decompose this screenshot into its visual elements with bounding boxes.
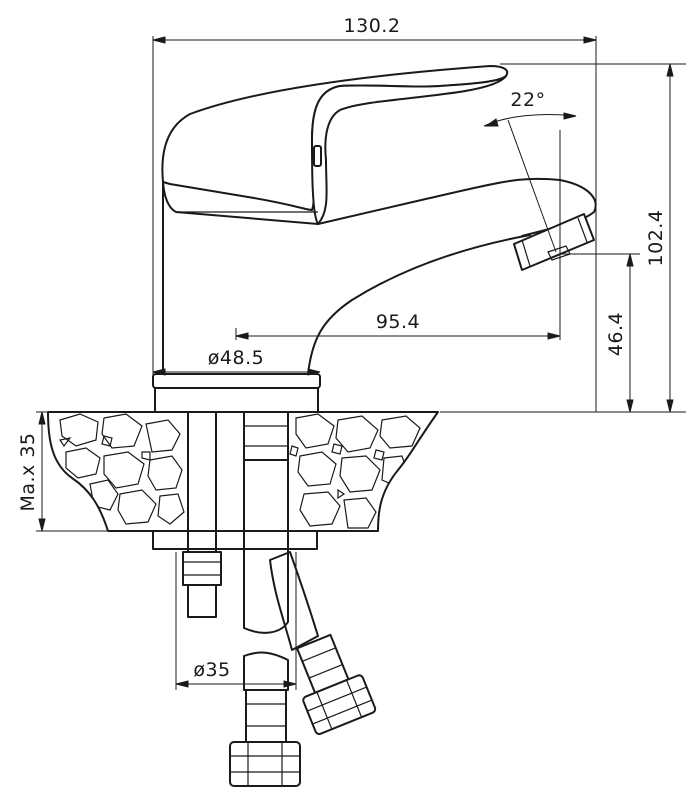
mounting-plate xyxy=(152,530,318,550)
dim-base-diameter: ø48.5 xyxy=(208,347,264,369)
dim-spout-reach: 95.4 xyxy=(376,311,420,333)
dim-hole-diameter: ø35 xyxy=(193,659,230,681)
faucet-body xyxy=(152,65,597,413)
flexible-hose-left xyxy=(229,411,301,787)
mounting-nut xyxy=(182,551,222,586)
dimension-lines xyxy=(36,36,686,690)
dim-total-height: 102.4 xyxy=(645,210,667,267)
dim-total-width: 130.2 xyxy=(344,15,401,37)
dim-spout-height: 46.4 xyxy=(605,312,627,356)
dim-max-thickness: Ma.x 35 xyxy=(17,432,39,511)
dim-angle: 22° xyxy=(510,89,545,111)
stone-texture xyxy=(59,413,421,529)
flexible-hose-right xyxy=(269,551,377,735)
